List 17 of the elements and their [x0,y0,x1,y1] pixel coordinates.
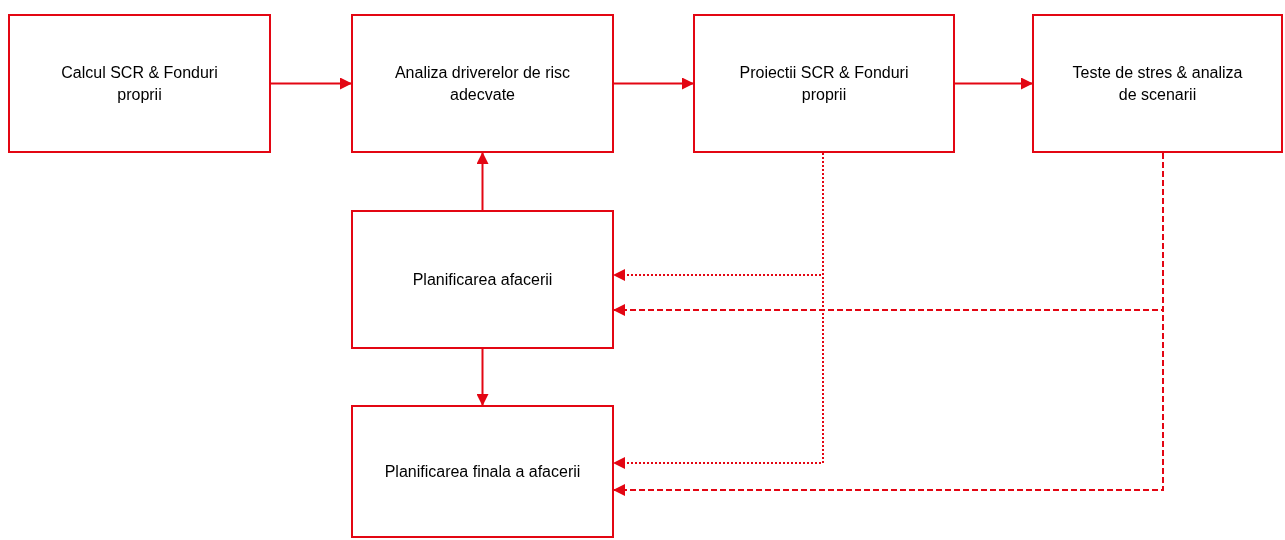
arrow [613,77,694,90]
box-label: Teste de stres & analiza de scenarii [1071,62,1244,105]
box-label: Proiectii SCR & Fonduri proprii [738,62,910,105]
box-label: Planificarea afacerii [412,269,553,290]
process-box [351,405,614,538]
box-label: Calcul SCR & Fonduri proprii [60,62,219,105]
process-box [351,210,614,349]
arrow [954,77,1033,90]
arrow [270,77,352,90]
process-box [1032,14,1283,153]
process-box [693,14,955,153]
process-box [8,14,271,153]
box-label: Planificarea finala a afacerii [384,461,581,482]
arrow [476,152,489,211]
arrow [476,348,489,406]
process-box [351,14,614,153]
box-label: Analiza driverelor de risc adecvate [393,62,572,105]
